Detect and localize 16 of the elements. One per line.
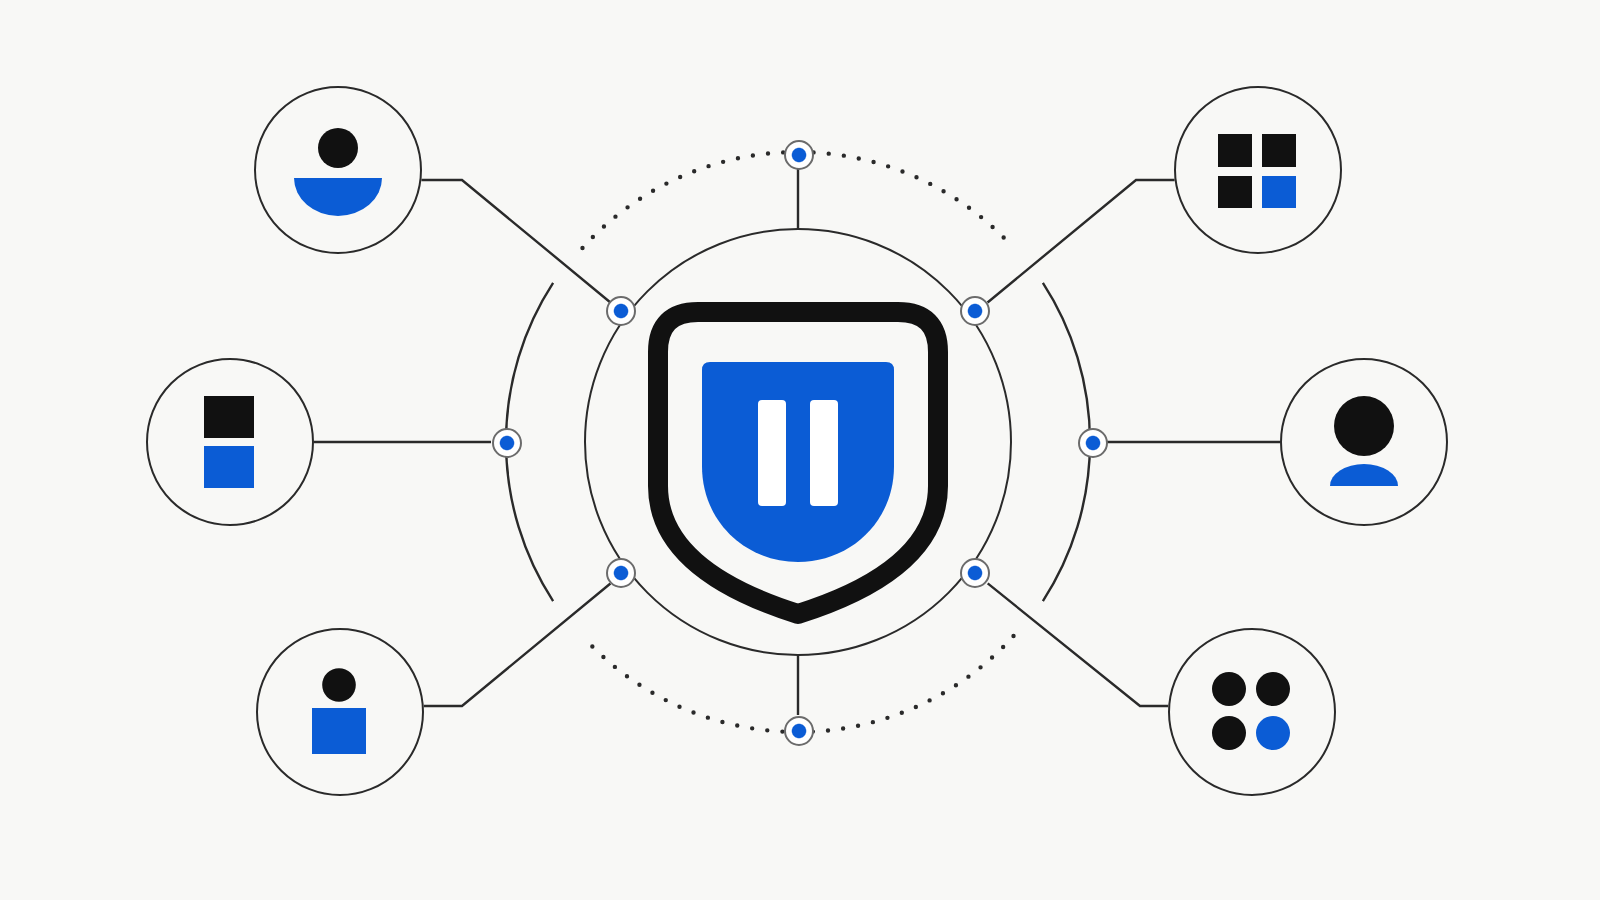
- connector-dot-icon: [783, 715, 813, 745]
- connector-dot-icon: [606, 558, 637, 589]
- connector-dot-icon: [491, 427, 521, 457]
- connector-line: [986, 178, 1175, 304]
- connector-line: [421, 178, 612, 304]
- connector-line: [796, 169, 800, 228]
- connector-dot-icon: [606, 296, 637, 327]
- connector-dot-icon: [783, 139, 813, 169]
- connector-line: [796, 656, 800, 715]
- connector-line: [986, 582, 1169, 708]
- connector-dot-icon: [960, 296, 991, 327]
- connector-line: [1107, 440, 1280, 444]
- connector-dot-icon: [1077, 427, 1107, 457]
- connector-line: [314, 440, 491, 444]
- connector-line: [423, 582, 612, 708]
- connector-dot-icon: [960, 558, 991, 589]
